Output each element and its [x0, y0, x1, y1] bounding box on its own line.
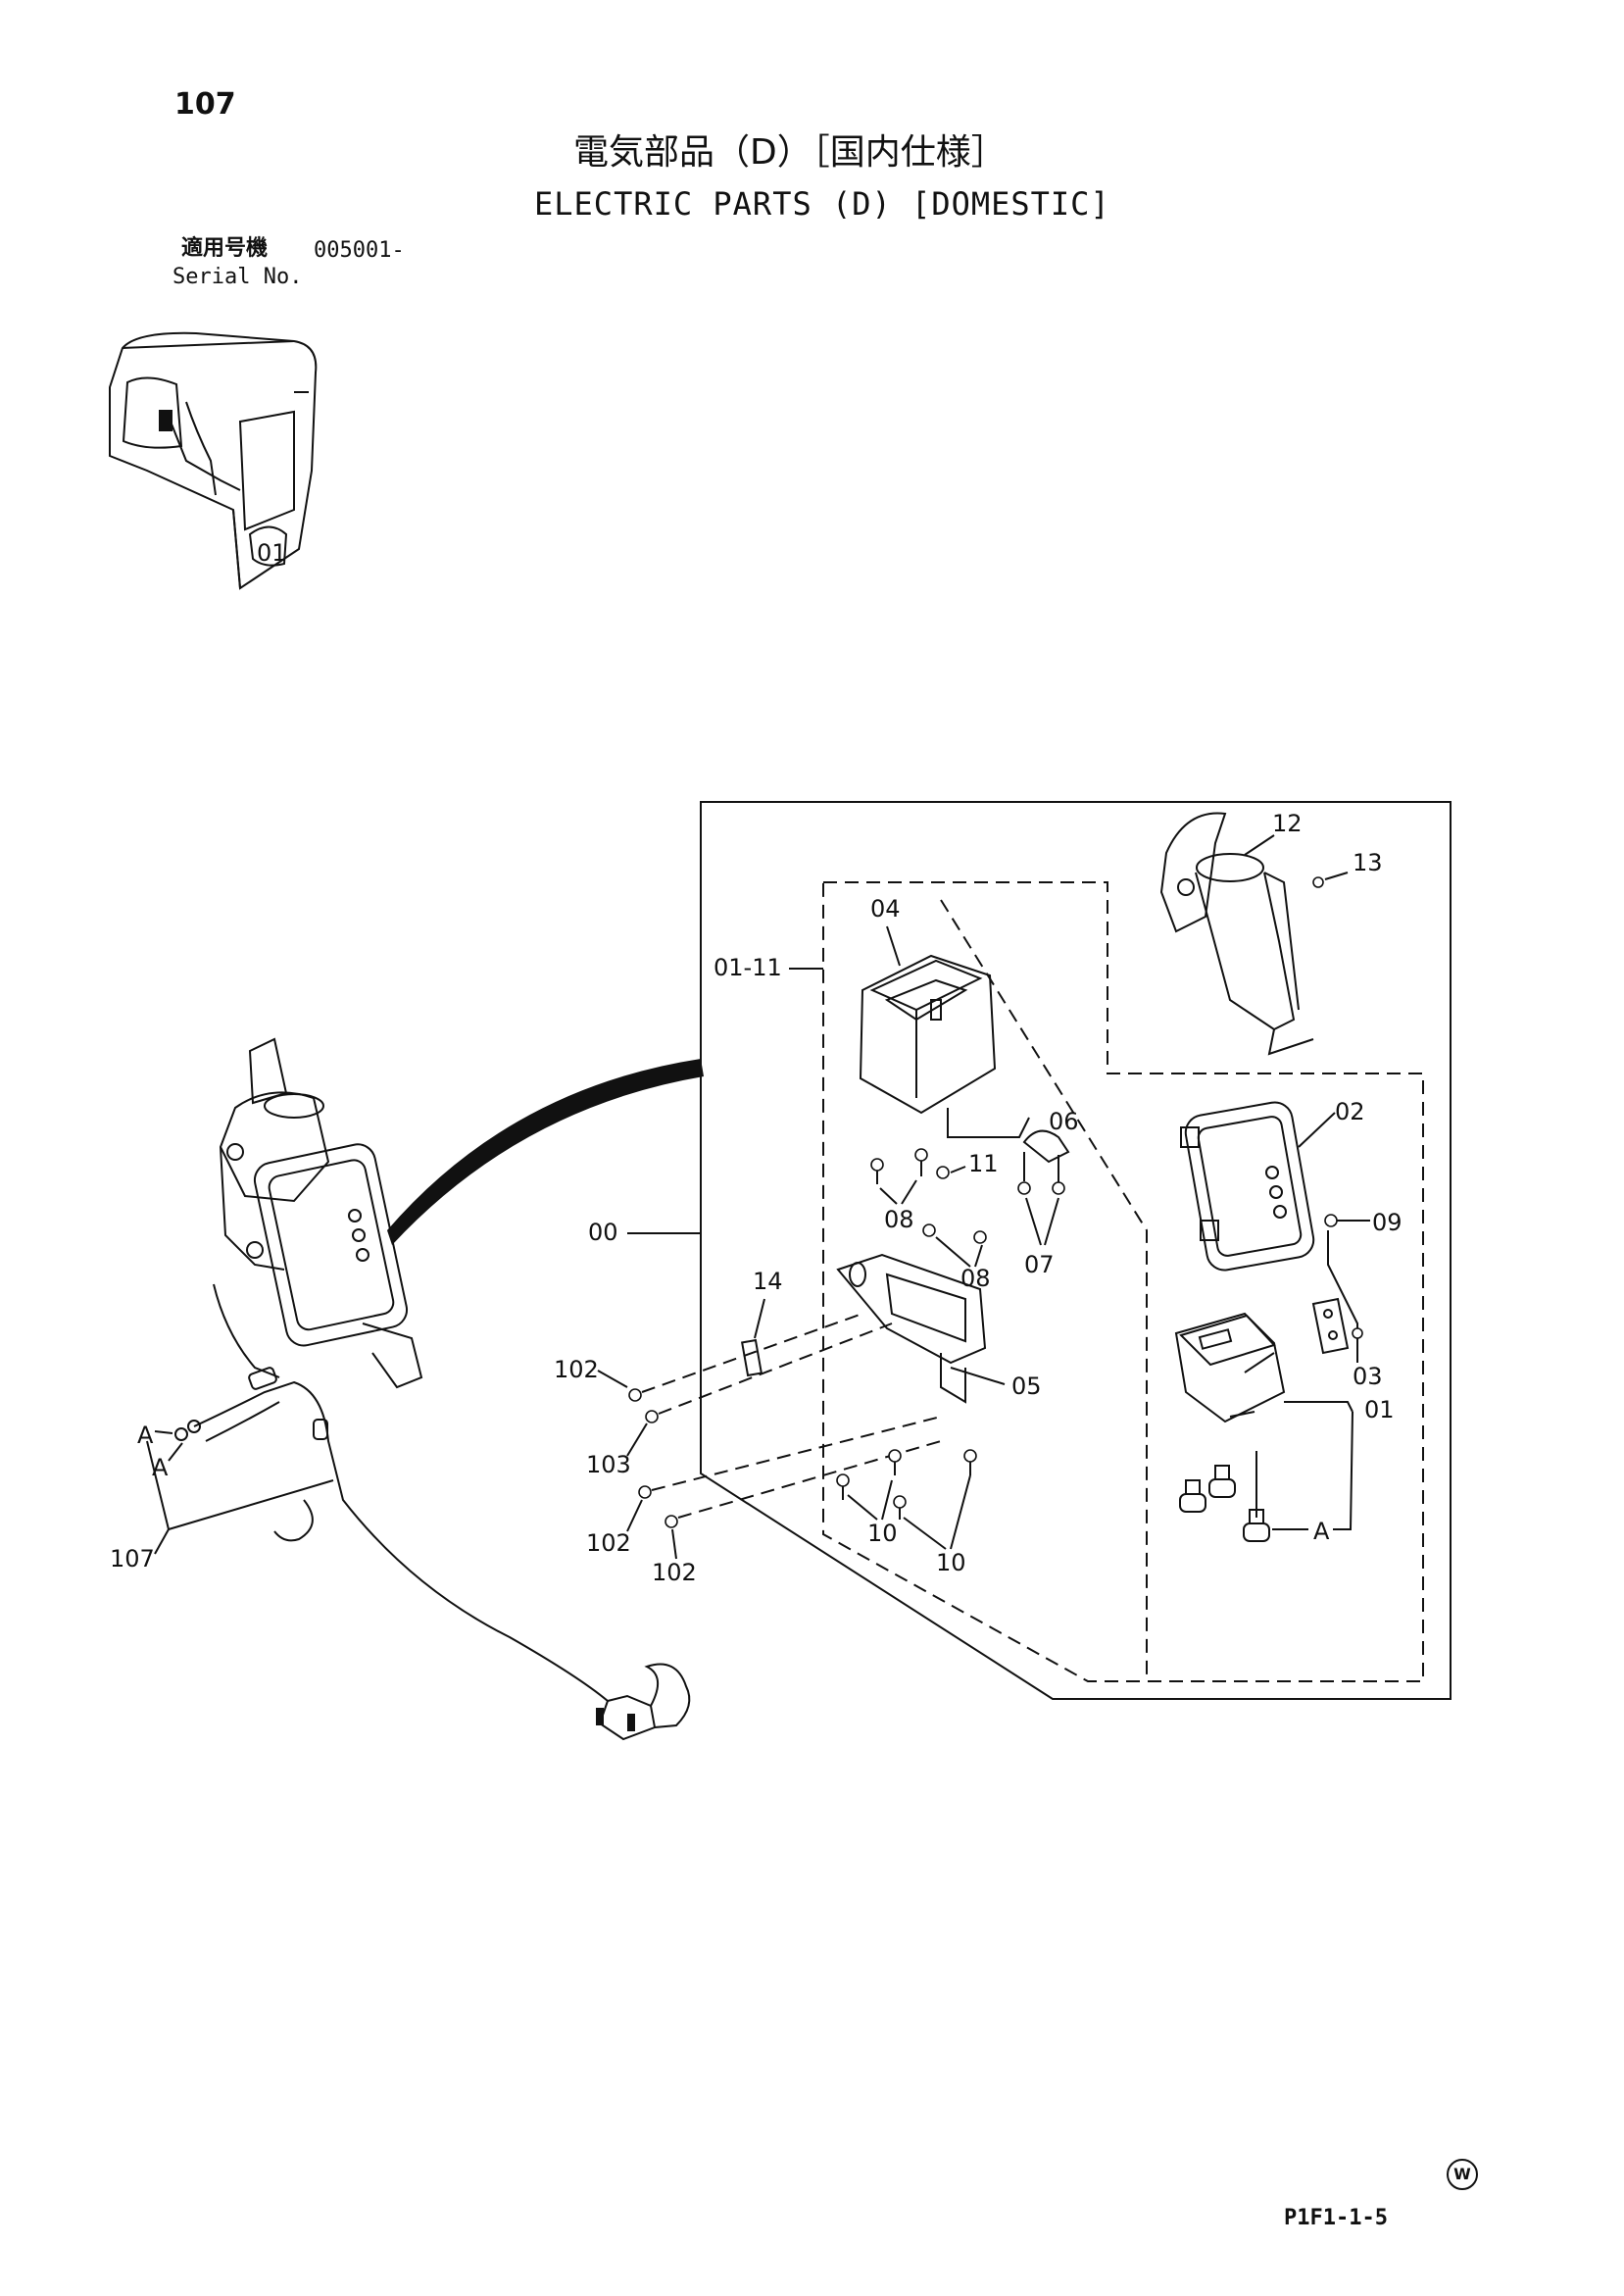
- cab-label: 01: [257, 539, 287, 567]
- screws-08-11: 11 08 08: [870, 1148, 999, 1292]
- callout-05: 05: [1011, 1373, 1042, 1400]
- part-02-cover: 02: [1180, 1098, 1365, 1272]
- ref-a-label-3: A: [1313, 1518, 1330, 1545]
- callout-10-b: 10: [936, 1549, 966, 1576]
- cab-thumbnail: 01: [109, 331, 318, 590]
- part-12-13: 12 13: [1159, 810, 1383, 1056]
- title-english: ELECTRIC PARTS (D) [DOMESTIC]: [534, 185, 1110, 223]
- callout-12: 12: [1272, 810, 1303, 837]
- part-06-07: 06 07: [1017, 1108, 1079, 1278]
- knob-3: [1243, 1509, 1270, 1542]
- serial-label-english: Serial No.: [172, 265, 303, 289]
- callout-03: 03: [1353, 1363, 1383, 1390]
- exploded-view-frame: [700, 801, 1452, 1700]
- callout-01: 01: [1364, 1396, 1395, 1423]
- callout-07: 07: [1024, 1251, 1055, 1278]
- callout-102-b: 102: [586, 1529, 631, 1557]
- callout-08-b: 08: [960, 1265, 991, 1292]
- serial-label-japanese: 適用号機: [181, 236, 269, 261]
- knob-1: [1179, 1479, 1206, 1513]
- knob-2: [1208, 1465, 1236, 1498]
- callout-04: 04: [870, 895, 901, 923]
- assembled-monitor-unit: [219, 1037, 704, 1389]
- callout-00: 00: [588, 1219, 618, 1246]
- callout-08-a: 08: [884, 1206, 914, 1233]
- callout-102-a: 102: [554, 1356, 599, 1383]
- part-03-09: 09 03: [1311, 1209, 1403, 1390]
- wire-harness: A A 107: [110, 1283, 691, 1741]
- part-05-bracket: 05: [836, 1253, 1042, 1404]
- part-04-box: 04: [859, 895, 1030, 1138]
- callout-10-a: 10: [867, 1520, 898, 1547]
- screws-102-103: 102 103 102 102: [554, 1313, 942, 1586]
- callout-14: 14: [753, 1268, 783, 1295]
- serial-number-value: 005001-: [314, 238, 405, 263]
- callout-01-11: 01-11: [714, 954, 782, 981]
- callout-02: 02: [1335, 1098, 1365, 1125]
- title-japanese: 電気部品（D）［国内仕様］: [573, 132, 1007, 173]
- callout-06: 06: [1049, 1108, 1079, 1135]
- callout-103: 103: [586, 1451, 631, 1478]
- sheet-code: P1F1-1-5: [1284, 2206, 1388, 2230]
- assembly-callouts: 01-11 00: [588, 954, 823, 1246]
- callout-09: 09: [1372, 1209, 1403, 1236]
- ref-a-label-1: A: [137, 1422, 154, 1449]
- callout-13: 13: [1353, 849, 1383, 876]
- callout-102-c: 102: [652, 1559, 697, 1586]
- page-number: 107: [174, 87, 236, 122]
- screws-10: 10 10: [836, 1449, 977, 1576]
- callout-11: 11: [968, 1150, 999, 1177]
- part-14-clip: 14: [740, 1268, 783, 1377]
- manufacturer-mark: W: [1447, 2159, 1478, 2190]
- part-01-controller: 01 A: [1174, 1312, 1395, 1545]
- callout-107: 107: [110, 1545, 155, 1572]
